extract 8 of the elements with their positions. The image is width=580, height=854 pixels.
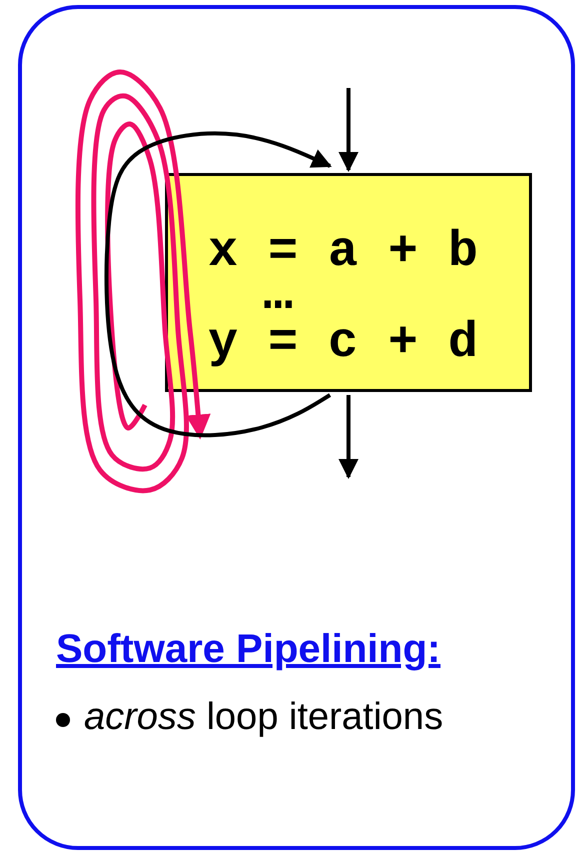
heading: Software Pipelining: (56, 627, 440, 671)
arrow (338, 88, 358, 172)
arrow (338, 395, 358, 479)
bullet-text: across loop iterations (84, 697, 444, 739)
code-line: y = c + d (208, 319, 478, 369)
rounded-panel (18, 5, 575, 850)
arrow (104, 131, 332, 438)
code-block (165, 173, 532, 392)
